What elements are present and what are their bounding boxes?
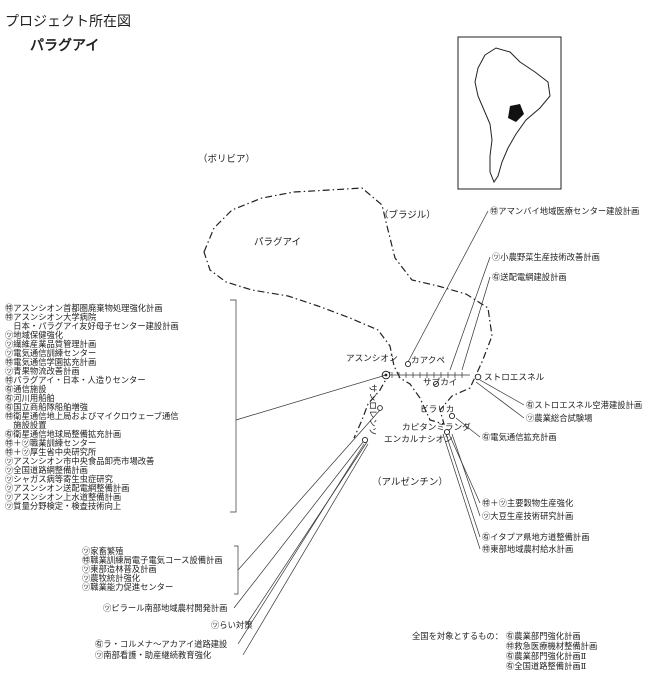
list-item: ㋡シャガス病等寄生虫症研究	[5, 474, 113, 484]
bracket-group-1	[230, 299, 237, 513]
region-paraguay: パラグアイ	[254, 236, 301, 248]
list-item: ㋡農牧統計強化	[82, 573, 140, 583]
list-item: 日本・パラグアイ友好母子センター建設計画	[5, 321, 179, 331]
left-group-2: ㋡家畜繁殖 ㊕職業訓練局電子電気コース設備計画 ㋡東部造林普及計画 ㋡農牧統計強…	[82, 546, 223, 592]
list-item: ㊕職業訓練局電子電気コース設備計画	[82, 555, 223, 565]
paraguay-highlight	[508, 104, 524, 122]
list-item: ㋡家畜繁殖	[82, 546, 124, 556]
list-item: ㊕電気通信学園拡充計画	[5, 357, 96, 367]
label-pilar: ㋡ピラール南部地域農村開発計画	[103, 603, 227, 613]
list-item: ㊒農業部門強化計画Ⅱ	[506, 651, 587, 661]
list-item: ㋡アスンシオン市中央食品卸売市場改善	[5, 456, 154, 466]
list-item: ㊒国立商船隊船舶増強	[5, 402, 89, 412]
list-item: 施設設置	[5, 420, 47, 430]
list-item: ㋡東部造林普及計画	[82, 564, 157, 574]
list-item: ㊒通信施設	[5, 384, 47, 394]
list-item: ㊒全国道路整備計画Ⅱ	[506, 661, 587, 671]
country-title: パラグアイ	[30, 37, 99, 54]
list-item: ㋡アスンシオン送配電網整備計画	[5, 483, 129, 493]
region-bolivia: （ボリビア）	[198, 153, 255, 165]
list-item: ㋡繊維産業品質管理計画	[5, 339, 96, 349]
list-item: ㊕救急医療機材整備計画	[506, 641, 597, 651]
list-item: ㋡アスンシオン上水道整備計画	[5, 492, 121, 502]
list-item: ㋡全国道路網整備計画	[5, 465, 88, 475]
list-item: ㋡青果物流改善計画	[5, 366, 80, 376]
list-item: ㋡職業能力促進センター	[82, 582, 173, 592]
label-soybean: ㋡大豆生産技術研究計画	[482, 511, 573, 521]
list-item: ㋡電気通信訓練センター	[5, 348, 96, 358]
label-road: ㊒ラ・コルメナ～アカアイ道路建設	[95, 639, 228, 649]
city-san-lorenzo: サンロレンソ	[367, 384, 378, 436]
list-item: ㋡地域保健強化	[5, 330, 63, 340]
label-airport: ㊒ストロエスネル空港建設計画	[526, 400, 642, 410]
city-villarrica: ビラリカ	[420, 404, 454, 415]
south-america-inset	[457, 36, 562, 190]
list-item: ㊕＋㋡職業訓練センター	[5, 438, 96, 448]
city-encarnacion: エンカルナシオン	[384, 434, 453, 445]
city-capitan-miranda: カピタンミランダ	[402, 421, 471, 433]
label-small-farm: ㋡小農野菜生産技術改善計画	[492, 252, 600, 262]
label-grain: ㊕＋㋡主要穀物生産強化	[482, 498, 573, 508]
list-item: ㊒衛星通信地球局整備拡充計画	[5, 429, 121, 439]
city-stroessner: ストロエスネル	[484, 372, 545, 383]
label-nursing: ㋡南部看護・助産継続教育強化	[95, 650, 211, 660]
city-sapucai: サプカイ	[423, 377, 457, 388]
bracket-group-2	[234, 545, 239, 595]
list-item: ㊒農業部門強化計画	[506, 631, 581, 641]
city-markers	[361, 360, 482, 444]
region-argentina: （アルゼンチン）	[372, 476, 448, 488]
railway	[386, 372, 470, 378]
label-irrigation: ㊕東部地域農村給水計画	[482, 544, 573, 554]
river-border	[353, 371, 391, 439]
list-item: ㊒河川用船舶	[5, 393, 55, 403]
label-power-grid: ㊒送配電網建設計画	[492, 272, 567, 282]
label-telecom: ㊒電気通信拡充計画	[482, 432, 557, 442]
list-item: ㋡質量分野検定・検査技術向上	[5, 501, 121, 511]
city-asuncion: アスンシオン	[346, 353, 398, 364]
city-caacupe: カアクペ	[411, 355, 445, 366]
nationwide-projects: 全国を対象とするもの： ㊒農業部門強化計画 ㊕救急医療機材整備計画 ㊒農業部門強…	[412, 631, 597, 671]
list-item: ㊕アスンシオン首都圏廃棄物処理強化計画	[5, 303, 163, 313]
list-item: ㊕衛星通信地上局およびマイクロウェーブ通信	[5, 411, 179, 421]
list-item: ㊕＋㋡厚生省中央研究所	[5, 447, 96, 457]
label-leprosy: ㋡らい対策	[211, 620, 253, 630]
list-item: ㊕アスンシオン大学病院	[5, 312, 97, 322]
nationwide-prefix: 全国を対象とするもの：	[412, 631, 503, 641]
left-group-1: ㊕アスンシオン首都圏廃棄物処理強化計画 ㊕アスンシオン大学病院 日本・パラグアイ…	[5, 303, 179, 511]
region-brazil: （ブラジル）	[379, 209, 436, 221]
label-amambay: ㊕アマンバイ地域医療センター建設計画	[490, 206, 639, 216]
page-title: プロジェクト所在図	[5, 14, 131, 30]
paraguay-border	[203, 187, 493, 425]
leader-lines	[233, 210, 525, 656]
label-agri-station: ㋡農業総合試験場	[526, 413, 592, 423]
list-item: ㊕パラグアイ・日本・人造りセンター	[5, 375, 146, 385]
label-itapua: ㊒イタプア県地方道整備計画	[482, 532, 590, 542]
